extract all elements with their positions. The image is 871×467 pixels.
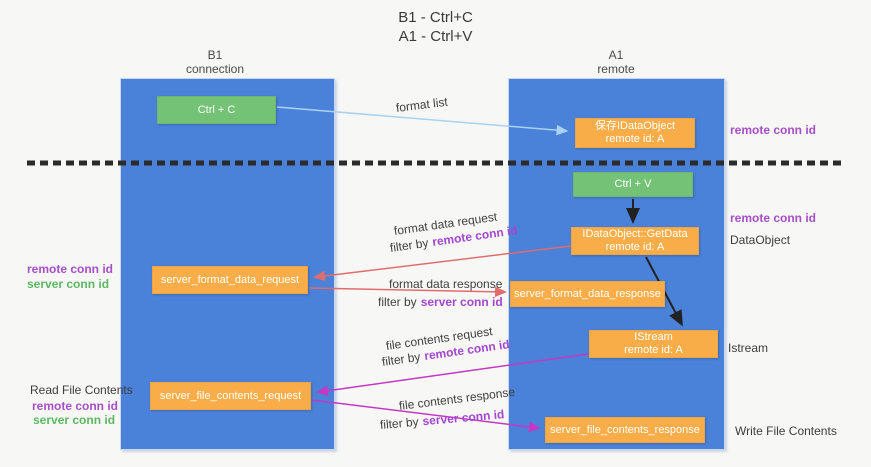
- ctrl-v-box: Ctrl + V: [573, 172, 693, 197]
- right-write-file-contents-label: Write File Contents: [735, 424, 837, 438]
- title-line-1: B1 - Ctrl+C: [398, 9, 473, 26]
- left-remote-conn-id-1: remote conn id: [27, 262, 114, 276]
- save-dataobject-box: 保存IDataObject remote id: A: [575, 118, 695, 148]
- save-dataobject-line2: remote id: A: [605, 133, 665, 145]
- left-column-name: B1: [207, 48, 223, 62]
- getdata-line1: IDataObject::GetData: [582, 228, 688, 240]
- server-format-data-request-box: server_format_data_request: [152, 266, 308, 294]
- server-file-contents-request-label: server_file_contents_request: [159, 389, 302, 402]
- ctrl-c-box: Ctrl + C: [157, 96, 276, 124]
- right-dataobject-label: DataObject: [730, 233, 791, 247]
- right-column-role: remote: [597, 62, 635, 76]
- title-line-2: A1 - Ctrl+V: [398, 28, 473, 45]
- server-format-data-response-label: server_format_data_response: [514, 287, 661, 300]
- ctrl-c-label: Ctrl + C: [197, 103, 236, 116]
- filter-by-text: filter by: [378, 295, 417, 309]
- istream-line2: remote id: A: [624, 344, 683, 356]
- left-server-conn-id-1: server conn id: [27, 277, 110, 291]
- right-remote-conn-id-1: remote conn id: [730, 123, 817, 137]
- istream-line1: IStream: [634, 331, 673, 343]
- left-read-file-contents-label: Read File Contents: [30, 383, 133, 397]
- getdata-line2: remote id: A: [605, 241, 665, 253]
- ctrl-v-label: Ctrl + V: [614, 178, 652, 190]
- format-list-label: format list: [395, 94, 449, 115]
- server-file-contents-response-box: server_file_contents_response: [545, 417, 705, 443]
- filter-by-text: filter by: [379, 414, 420, 432]
- server-conn-id-text: server conn id: [421, 407, 505, 429]
- left-column-header: B1 connection: [140, 48, 290, 76]
- idataobject-getdata-box: IDataObject::GetData remote id: A: [571, 227, 699, 255]
- right-column-header: A1 remote: [541, 48, 691, 76]
- left-column-role: connection: [185, 62, 245, 76]
- left-remote-conn-id-2: remote conn id: [32, 399, 119, 413]
- save-dataobject-line1: 保存IDataObject: [594, 120, 676, 132]
- server-file-contents-request-box: server_file_contents_request: [150, 382, 311, 410]
- right-column-name: A1: [608, 48, 624, 62]
- left-server-conn-id-2: server conn id: [33, 413, 116, 427]
- diagram-title: B1 - Ctrl+C A1 - Ctrl+V: [0, 8, 871, 46]
- server-format-data-response-box: server_format_data_response: [510, 281, 665, 307]
- right-istream-label: Istream: [728, 341, 769, 355]
- right-remote-conn-id-2: remote conn id: [730, 211, 817, 225]
- format-data-response-label: format data response: [389, 277, 503, 291]
- server-format-data-request-label: server_format_data_request: [160, 273, 300, 286]
- server-conn-id-text: server conn id: [420, 295, 503, 309]
- filter-by-text: filter by: [389, 235, 430, 255]
- server-file-contents-response-label: server_file_contents_response: [550, 423, 700, 436]
- istream-box: IStream remote id: A: [589, 330, 718, 358]
